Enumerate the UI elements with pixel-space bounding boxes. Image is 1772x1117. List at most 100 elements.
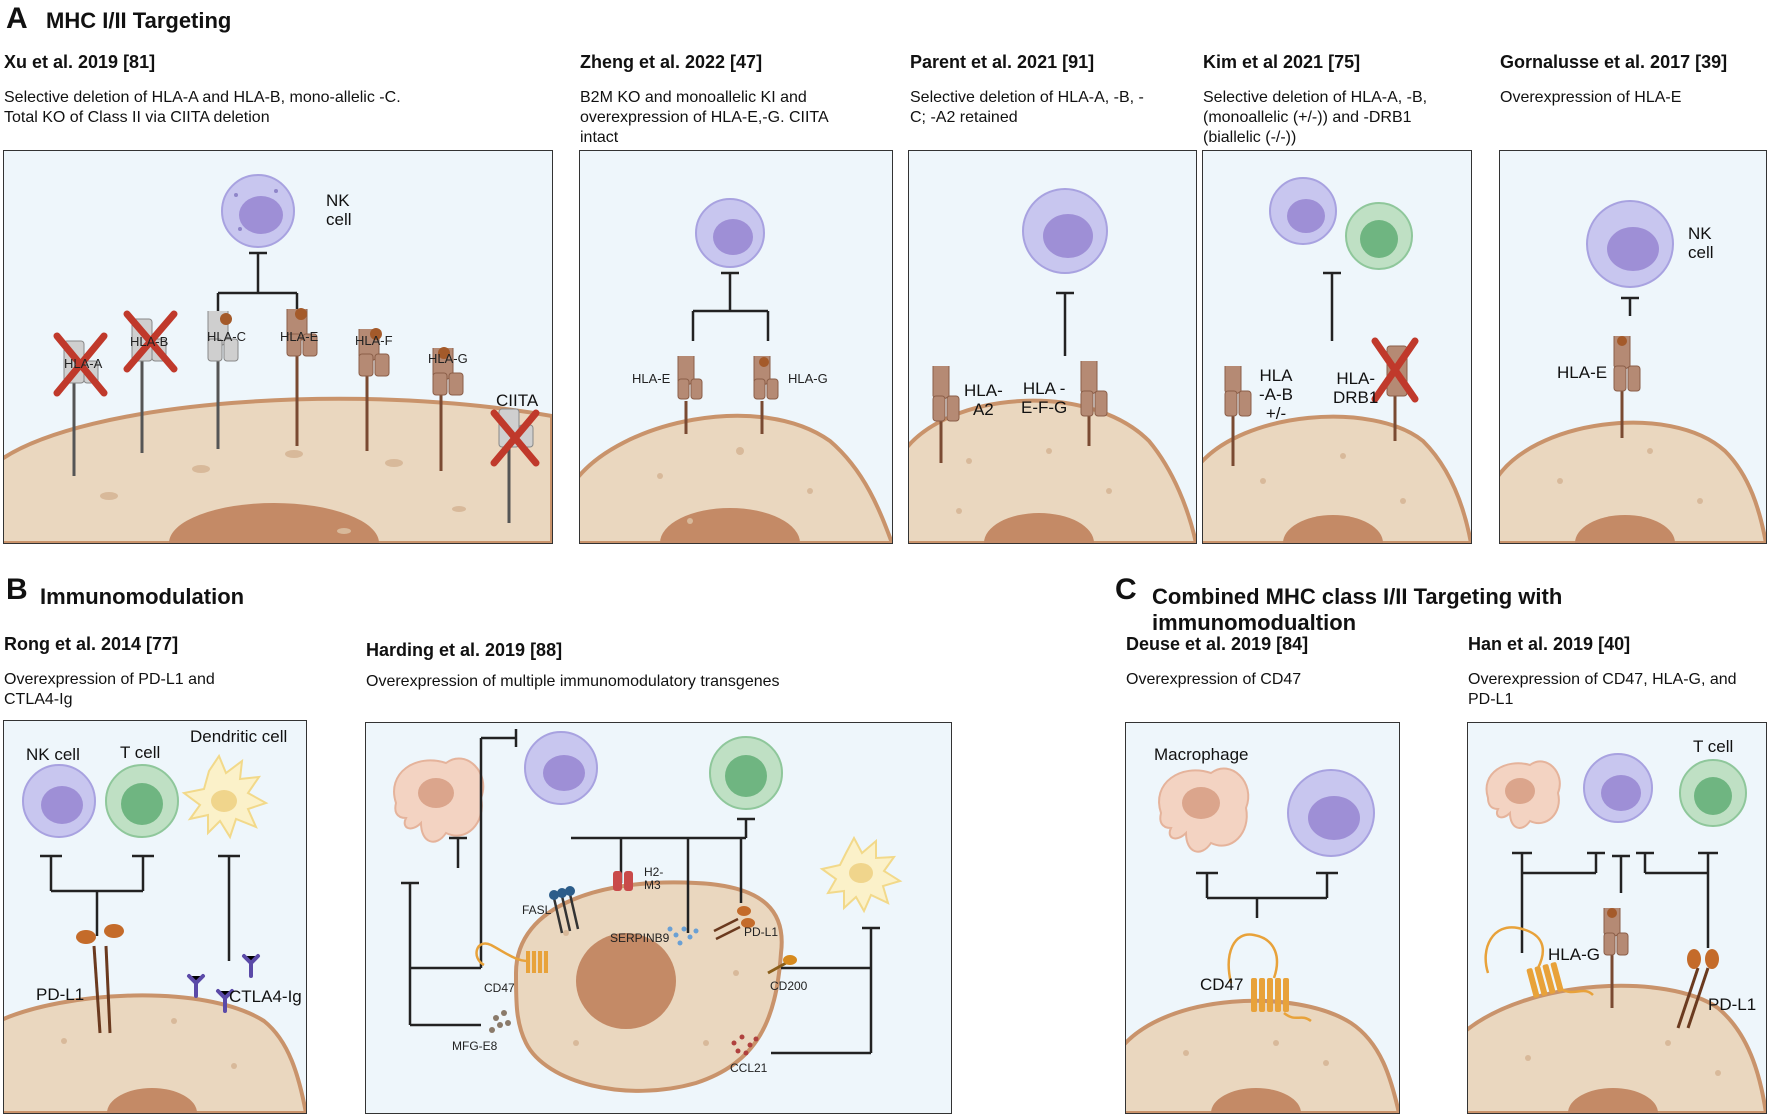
cd47-receptor bbox=[475, 942, 548, 973]
hla-g-receptor bbox=[753, 356, 779, 434]
nk-cell bbox=[22, 764, 96, 838]
pd-l1-receptor bbox=[713, 906, 755, 941]
hla-b-label: HLA-B bbox=[130, 334, 169, 349]
serpinb9-label: SERPINB9 bbox=[610, 931, 670, 945]
gornalusse-diagram bbox=[1500, 200, 1766, 543]
deuse-diagram bbox=[1126, 767, 1399, 1113]
t-cell-label: T cell bbox=[120, 743, 161, 762]
hla-g-label: HLA-G bbox=[428, 351, 468, 366]
section-a-title: MHC I/II Targeting bbox=[46, 8, 232, 33]
section-a-letter: A bbox=[6, 2, 28, 35]
hla-g-receptor bbox=[432, 347, 464, 471]
pd-l1-label: PD-L1 bbox=[744, 925, 779, 939]
hla-f-label: HLA-F bbox=[355, 333, 393, 348]
han-panel: T cell HLA-G PD-L1 bbox=[1467, 722, 1767, 1114]
t-cell bbox=[105, 764, 179, 838]
han-ref: Han et al. 2019 [40] bbox=[1468, 634, 1631, 654]
parent-diagram bbox=[909, 188, 1196, 543]
han-diagram bbox=[1468, 753, 1766, 1113]
hla-efg-receptor bbox=[1080, 361, 1108, 446]
hla-e-receptor bbox=[286, 308, 318, 446]
cd47-receptor bbox=[1484, 926, 1594, 998]
nk-cell bbox=[1269, 177, 1337, 245]
hla-ab-label: HLA-A-B+/- bbox=[1259, 366, 1293, 423]
harding-ref: Harding et al. 2019 [88] bbox=[366, 640, 563, 660]
nk-cell bbox=[221, 174, 295, 248]
ciita-label: CIITA bbox=[496, 391, 539, 410]
hla-c-label: HLA-C bbox=[207, 329, 247, 344]
parent-ref: Parent et al. 2021 [91] bbox=[910, 52, 1095, 72]
section-b-letter: B bbox=[6, 573, 28, 606]
dendritic-cell bbox=[181, 753, 269, 840]
hla-a2-receptor bbox=[932, 366, 960, 463]
t-cell-label: T cell bbox=[1693, 737, 1734, 756]
deuse-ref: Deuse et al. 2019 [84] bbox=[1126, 634, 1309, 654]
hla-a2-label: HLA-A2 bbox=[964, 381, 1003, 419]
nk-cell bbox=[1287, 769, 1375, 857]
fasl-receptor bbox=[549, 886, 580, 934]
hla-c-receptor bbox=[207, 311, 239, 449]
hla-ab-receptor bbox=[1224, 366, 1252, 466]
hla-e-receptor bbox=[1613, 336, 1641, 438]
pd-l1-receptor bbox=[1676, 949, 1719, 1029]
kim-diagram bbox=[1203, 177, 1471, 543]
nk-cell bbox=[1583, 753, 1653, 823]
xu-desc: Selective deletion of HLA-A and HLA-B, m… bbox=[4, 89, 401, 126]
macrophage bbox=[393, 757, 485, 843]
fasl-label: FASL bbox=[522, 903, 552, 917]
dendritic-cell bbox=[819, 835, 903, 914]
hla-drb1-label: HLA-DRB1 bbox=[1333, 369, 1379, 407]
zheng-ref: Zheng et al. 2022 [47] bbox=[580, 52, 763, 72]
nk-cell bbox=[524, 731, 598, 805]
dendritic-cell-label: Dendritic cell bbox=[190, 727, 288, 746]
hla-e-label: HLA-E bbox=[1557, 363, 1608, 382]
harding-panel: FASL H2-M3 SERPINB9 PD-L1 CD47 CD200 MFG… bbox=[365, 722, 952, 1114]
deuse-desc: Overexpression of CD47 bbox=[1126, 671, 1302, 688]
nk-cell-label: NK cell bbox=[26, 745, 80, 764]
section-b-title: Immunomodulation bbox=[40, 584, 245, 609]
gornalusse-ref: Gornalusse et al. 2017 [39] bbox=[1500, 52, 1728, 72]
cd200-receptor bbox=[767, 955, 797, 975]
rong-ref: Rong et al. 2014 [77] bbox=[4, 634, 179, 654]
hla-e-label: HLA-E bbox=[280, 329, 319, 344]
zheng-diagram bbox=[580, 198, 892, 543]
t-cell bbox=[1345, 202, 1413, 270]
section-c-letter: C bbox=[1115, 573, 1137, 606]
nk-cell bbox=[1586, 200, 1674, 288]
harding-diagram bbox=[393, 729, 903, 1093]
hla-f-receptor bbox=[358, 328, 390, 451]
parent-panel: HLA-A2 HLA -E-F-G bbox=[908, 150, 1197, 544]
cd47-label: CD47 bbox=[484, 981, 515, 995]
cd47-receptor bbox=[1227, 933, 1312, 1023]
xu-ref: Xu et al. 2019 [81] bbox=[4, 52, 156, 72]
rong-panel: NK cell T cell Dendritic cell PD-L1 CTLA… bbox=[3, 720, 307, 1114]
ccl21-label: CCL21 bbox=[730, 1061, 768, 1075]
knockout-x-icon bbox=[1371, 337, 1419, 403]
cd200-label: CD200 bbox=[770, 979, 808, 993]
serpinb9-dots bbox=[667, 926, 699, 946]
hla-e-label: HLA-E bbox=[632, 371, 671, 386]
hla-e-receptor bbox=[677, 356, 703, 434]
parent-desc: Selective deletion of HLA-A, -B, -C; -A2… bbox=[910, 89, 1144, 126]
zheng-panel: HLA-E HLA-G bbox=[579, 150, 893, 544]
macrophage bbox=[1158, 767, 1250, 853]
macrophage bbox=[1485, 760, 1561, 829]
ctla4-ig-label: CTLA4-Ig bbox=[229, 987, 302, 1006]
hla-g-label: HLA-G bbox=[788, 371, 828, 386]
hla-a-label: HLA-A bbox=[64, 356, 103, 371]
ccl21-dots bbox=[731, 1034, 759, 1056]
kim-desc: Selective deletion of HLA-A, -B,(monoall… bbox=[1203, 89, 1428, 146]
pd-l1-receptor bbox=[76, 924, 124, 1034]
cd47-label: CD47 bbox=[1200, 975, 1244, 994]
kim-panel: HLA-A-B+/- HLA-DRB1 bbox=[1202, 150, 1472, 544]
mfg-e8-dots bbox=[489, 1010, 511, 1033]
deuse-panel: Macrophage CD47 bbox=[1125, 722, 1400, 1114]
harding-desc: Overexpression of multiple immunomodulat… bbox=[366, 673, 780, 690]
hla-g-receptor bbox=[1603, 908, 1629, 1008]
rong-diagram bbox=[4, 753, 306, 1113]
